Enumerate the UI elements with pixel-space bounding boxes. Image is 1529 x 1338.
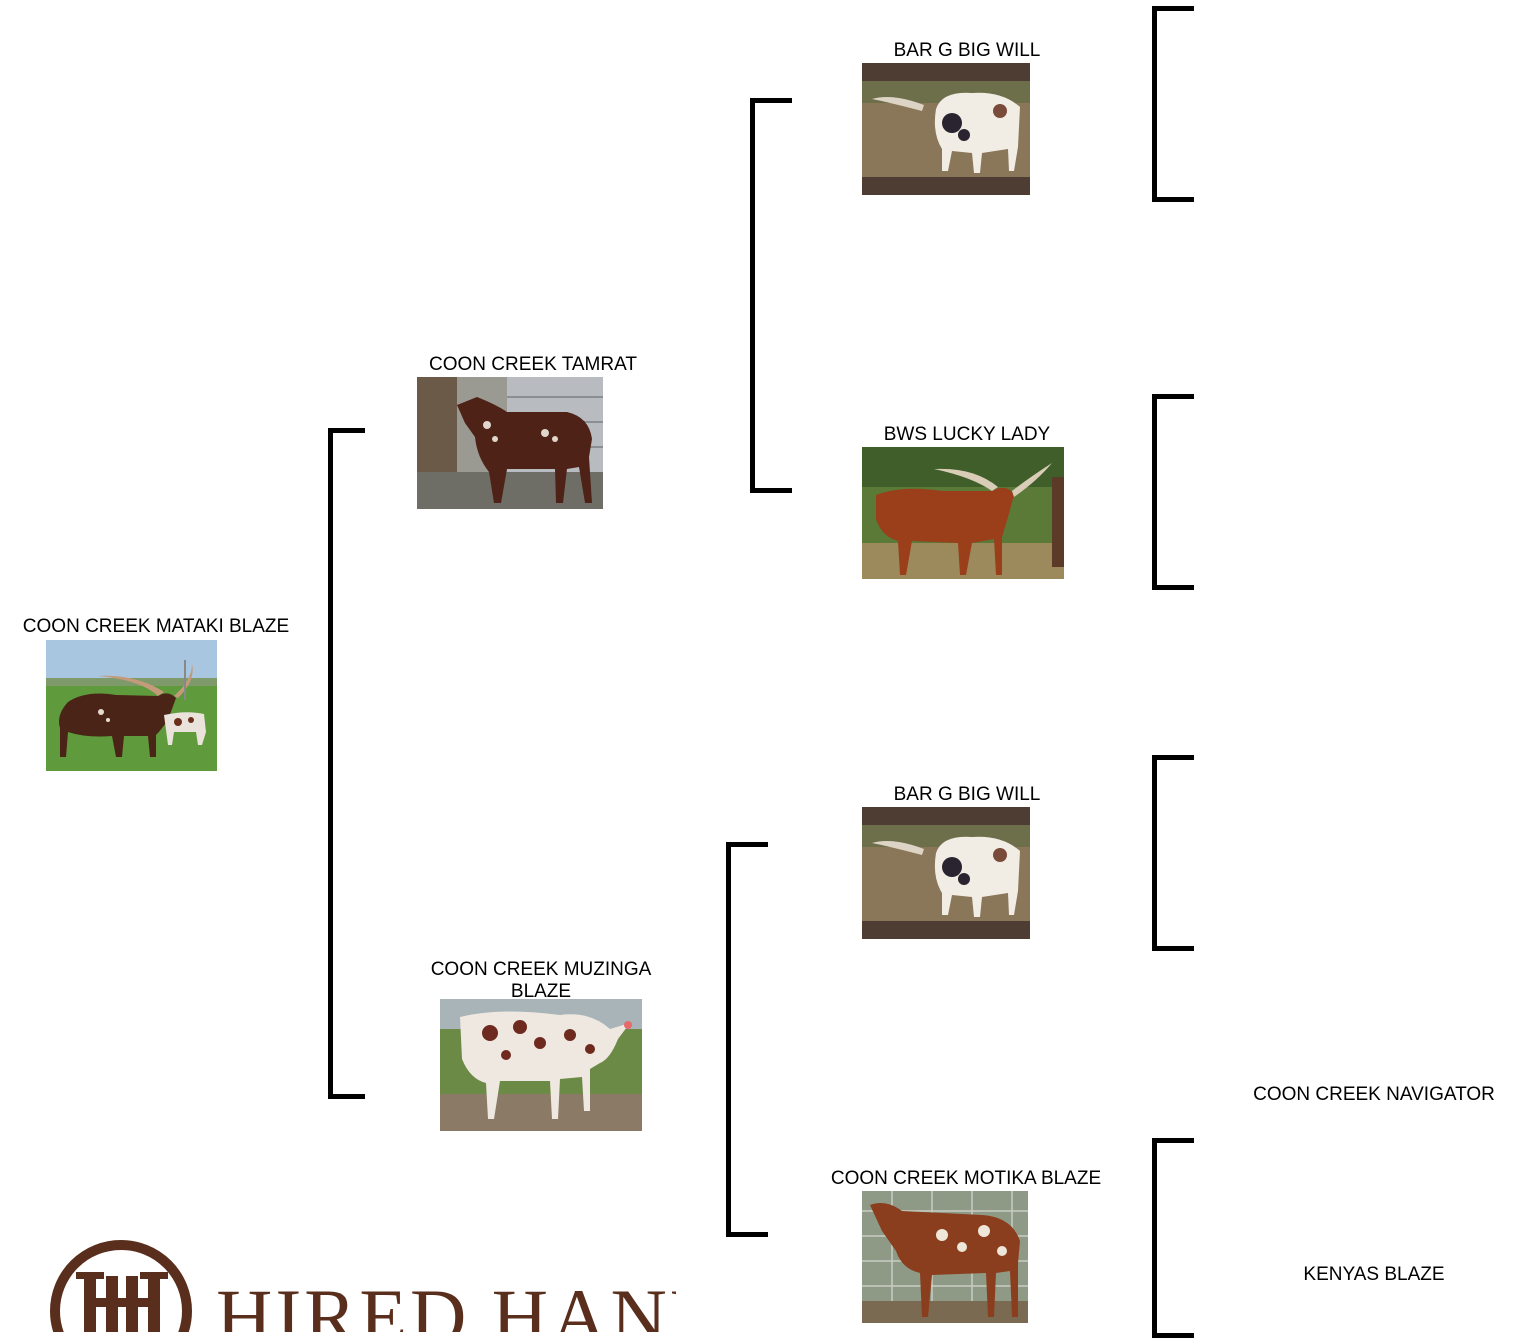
dam-dam-parents-bracket (1152, 1138, 1194, 1338)
dam-photo (440, 999, 642, 1131)
sire-photo (417, 377, 603, 509)
sire-sire-photo (862, 63, 1030, 195)
sire-dam-name: BWS LUCKY LADY (883, 424, 1051, 445)
dam-sire-parents-bracket (1152, 755, 1194, 951)
hh-monogram-icon (50, 1240, 192, 1332)
logo-text: HIRED HAND (216, 1273, 676, 1332)
dam-dam-name: COON CREEK MOTIKA BLAZE (830, 1168, 1102, 1189)
sire-dam-photo (862, 447, 1064, 579)
sire-sire-parents-bracket (1152, 6, 1194, 202)
sire-sire-name: BAR G BIG WILL (893, 40, 1041, 61)
sire-name: COON CREEK TAMRAT (429, 354, 637, 375)
dam-sire-photo (862, 807, 1030, 939)
sire-dam-parents-bracket (1152, 394, 1194, 590)
subject-parents-bracket (328, 428, 365, 1099)
sire-parents-bracket (750, 98, 792, 493)
subject-name: COON CREEK MATAKI BLAZE (22, 616, 290, 637)
subject-photo (46, 640, 217, 771)
dam-dam-dam-name: KENYAS BLAZE (1303, 1264, 1445, 1285)
dam-name: COON CREEK MUZINGA BLAZE (430, 959, 652, 1002)
dam-parents-bracket (726, 842, 768, 1237)
dam-sire-name: BAR G BIG WILL (893, 784, 1041, 805)
dam-dam-photo (862, 1191, 1028, 1323)
dam-dam-sire-name: COON CREEK NAVIGATOR (1253, 1084, 1495, 1105)
hired-hand-logo: HIRED HAND (36, 1236, 676, 1332)
